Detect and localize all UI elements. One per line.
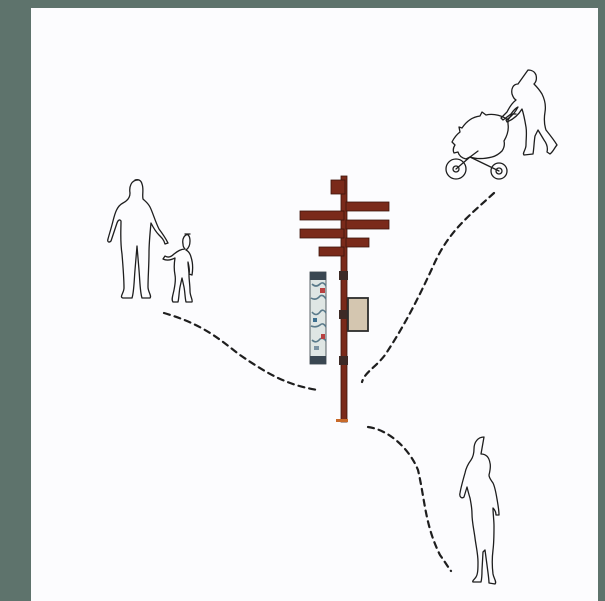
signpost-clamp xyxy=(339,310,348,319)
signpost-clamp xyxy=(339,356,348,365)
direction-board-1 xyxy=(346,202,389,211)
info-panel xyxy=(348,298,368,331)
path-from-left xyxy=(164,313,318,390)
walking-adult-figure xyxy=(501,70,557,155)
person-pushing-stroller-figure xyxy=(446,70,557,179)
stroller-body xyxy=(452,112,508,159)
woman-figure xyxy=(460,437,499,584)
signpost-top-block xyxy=(331,180,345,194)
signpost-clamp xyxy=(339,271,348,280)
adult-figure xyxy=(108,180,168,298)
direction-board-3 xyxy=(346,220,389,229)
direction-board-2 xyxy=(300,211,344,220)
direction-board-4 xyxy=(300,229,344,238)
walking-woman-figure xyxy=(460,437,499,584)
wayfinding-signpost xyxy=(300,176,389,422)
parent-and-child-figure xyxy=(108,180,193,302)
map-strip xyxy=(310,272,326,364)
direction-board-6 xyxy=(319,247,344,256)
child-figure xyxy=(163,234,193,302)
signpost-base xyxy=(336,419,348,422)
path-to-lower-right xyxy=(368,427,451,571)
direction-board-5 xyxy=(346,238,369,247)
